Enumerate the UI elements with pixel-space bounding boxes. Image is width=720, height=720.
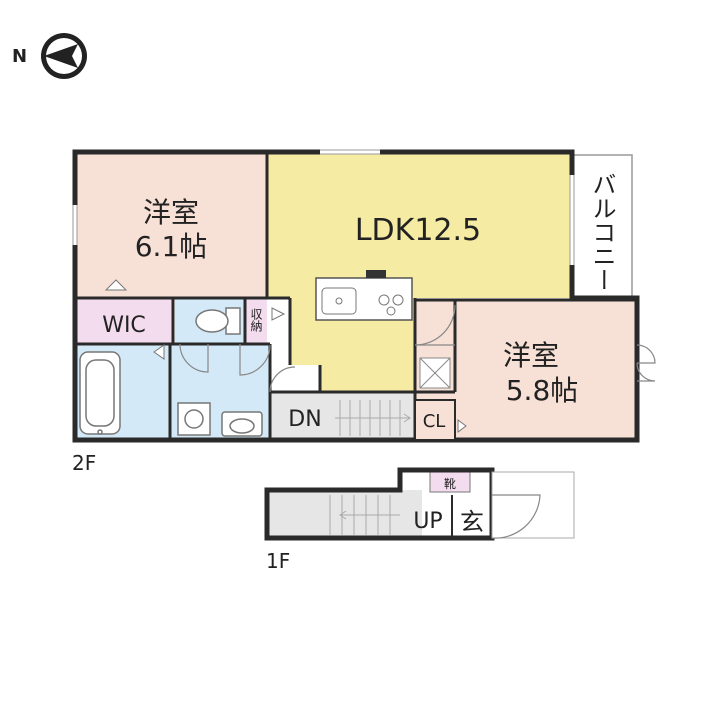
entrance-label: 玄 <box>460 508 484 536</box>
ldk-fill <box>267 152 572 392</box>
western-room-2-size: 5.8帖 <box>506 374 579 407</box>
closet-box <box>414 399 456 441</box>
wic-label: WIC <box>102 313 146 338</box>
washing-machine <box>177 402 211 436</box>
western-room-1-name: 洋室 <box>143 196 199 229</box>
walls-2f <box>72 149 640 443</box>
stairs-fill <box>270 392 415 440</box>
kitchen-counter <box>315 270 413 321</box>
balcony-label: バルコニー <box>588 172 616 292</box>
inner-walls-2f <box>75 152 637 440</box>
wic-fill <box>75 298 173 344</box>
compass: N <box>12 33 87 79</box>
floor-1f <box>264 467 575 541</box>
western-room-1-size: 6.1帖 <box>135 230 208 263</box>
stairs-up-label: UP <box>413 509 442 534</box>
storage-fill <box>245 298 267 344</box>
floor-2f-label: 2F <box>72 451 96 475</box>
storage-label: 収納 <box>249 308 263 332</box>
shoe-box-label: 靴 <box>444 477 456 491</box>
opening-markers <box>104 279 467 433</box>
western-room-2-name: 洋室 <box>503 339 559 372</box>
stairs-down-label: DN <box>288 407 321 432</box>
floor-1f-label: 1F <box>266 549 290 573</box>
ldk-name: LDK12.5 <box>355 213 481 248</box>
closet-label: CL <box>423 411 446 432</box>
western-room-1-fill <box>75 152 267 298</box>
bathtub <box>79 351 121 435</box>
stairs-2f <box>335 400 411 436</box>
door-swings <box>179 304 656 393</box>
toilet <box>195 307 241 335</box>
wash-basin <box>221 411 263 437</box>
windows-2f <box>73 150 574 265</box>
refrigerator-space <box>419 357 451 389</box>
compass-label: N <box>12 46 27 67</box>
window-frames <box>72 149 575 265</box>
